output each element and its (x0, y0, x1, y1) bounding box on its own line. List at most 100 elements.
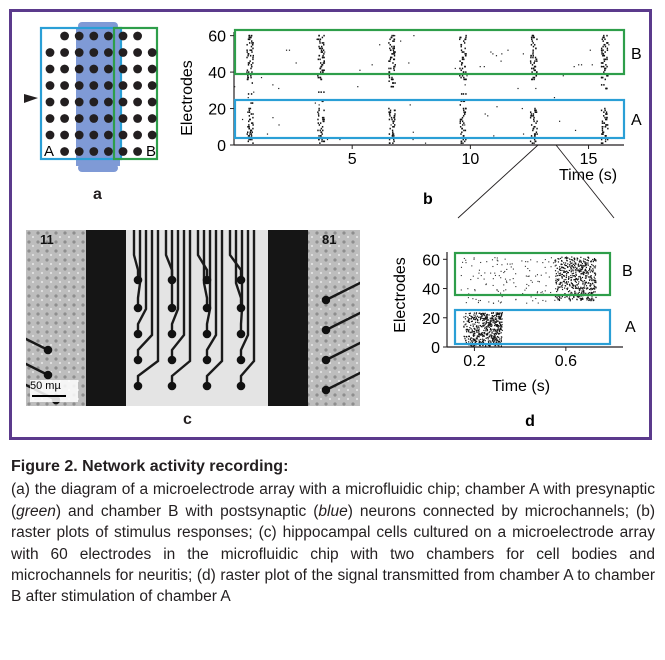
spike (493, 334, 496, 336)
spike (570, 274, 572, 277)
electrode-pad (202, 329, 212, 339)
spike (392, 53, 394, 55)
photo-label-right: 81 (322, 232, 337, 247)
spike (492, 312, 495, 314)
spike (586, 288, 588, 290)
spike (467, 316, 469, 318)
spike (317, 129, 319, 132)
spike (594, 278, 596, 280)
spike (492, 284, 494, 287)
spike (582, 298, 584, 300)
spike (565, 278, 567, 281)
spike (473, 335, 475, 337)
electrode-trace (325, 311, 360, 332)
spike (494, 332, 496, 335)
spike (558, 272, 560, 275)
spike (461, 120, 464, 123)
spike (580, 264, 582, 266)
electrode-dot (60, 81, 69, 90)
spike (483, 324, 486, 326)
spike (248, 34, 251, 37)
electrode-dot (104, 147, 113, 156)
spike (496, 339, 498, 342)
spike (485, 327, 487, 329)
zoom-line-right (555, 144, 615, 219)
spike (604, 125, 607, 128)
spike (580, 286, 582, 288)
spike (499, 329, 501, 331)
spike (590, 261, 592, 263)
spike (478, 344, 481, 347)
spike (530, 36, 533, 39)
spike (494, 320, 496, 322)
spike (470, 279, 472, 281)
spike (593, 284, 595, 286)
spike (250, 36, 252, 39)
spike (319, 58, 321, 61)
spike (483, 66, 485, 68)
spike (534, 107, 536, 110)
spike (474, 321, 477, 323)
spike (604, 58, 607, 61)
spike (559, 269, 561, 271)
spike (474, 290, 476, 292)
spike (536, 291, 539, 293)
spike (586, 287, 588, 289)
spike (560, 297, 562, 299)
spike (496, 320, 498, 322)
spike (482, 313, 485, 315)
spike (556, 278, 559, 281)
spike (572, 270, 574, 272)
spike (584, 281, 586, 283)
spike (492, 317, 494, 319)
spike (412, 131, 414, 133)
spike (251, 71, 253, 73)
spike (462, 135, 465, 137)
spike (496, 263, 498, 265)
spike (583, 258, 585, 260)
spike (577, 269, 579, 271)
spike (581, 287, 583, 289)
spike (591, 288, 594, 290)
spike (323, 118, 325, 121)
spike (468, 293, 470, 295)
spike (540, 292, 542, 294)
spike (584, 265, 586, 267)
spike (234, 86, 236, 88)
spike (557, 299, 559, 301)
spike (476, 325, 478, 327)
spike (564, 271, 566, 273)
electrode-dot (60, 130, 69, 140)
spike (390, 49, 392, 52)
spike (575, 273, 577, 275)
electrode-trace (205, 230, 218, 360)
panel-b-label-b: B (631, 46, 642, 63)
electrode-trace (202, 230, 209, 308)
spike (484, 316, 487, 319)
spike (473, 316, 476, 319)
spike (495, 324, 497, 327)
spike (474, 340, 476, 342)
spike (478, 312, 480, 315)
spike (497, 331, 499, 333)
spike (531, 67, 533, 70)
spike (560, 263, 562, 266)
spike (393, 47, 396, 50)
spike (495, 342, 497, 344)
spike (534, 133, 537, 135)
spike (497, 260, 499, 262)
spike (559, 283, 561, 286)
spike (249, 60, 251, 62)
spike (460, 36, 462, 39)
spike (475, 317, 477, 320)
spike (470, 328, 472, 330)
spike (577, 296, 579, 298)
spike (578, 270, 580, 272)
electrode-dot (118, 31, 128, 41)
electrode-pad (236, 381, 246, 391)
spike (247, 97, 249, 99)
spike (498, 333, 500, 335)
spike (476, 315, 478, 317)
spike (571, 298, 574, 300)
spike (601, 53, 603, 55)
